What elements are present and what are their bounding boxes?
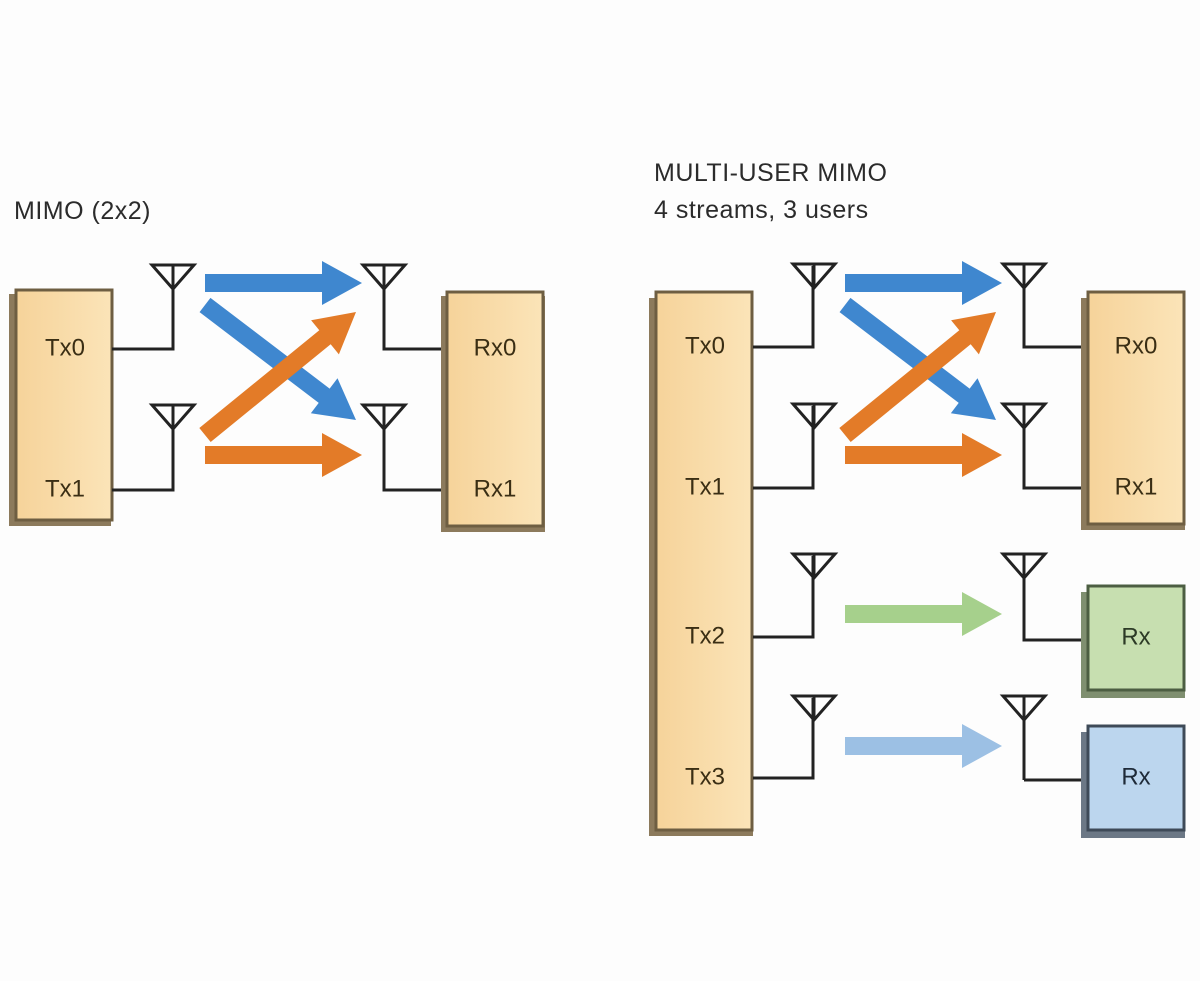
- mu-tx0-label: Tx0: [685, 332, 725, 359]
- mimo-diagram: Tx0 Tx1 Rx0 Rx1: [9, 261, 545, 532]
- antenna-icon: [359, 403, 409, 432]
- mu-mimo-subtitle: 4 streams, 3 users: [654, 196, 869, 224]
- mu-rx1-wire: [1022, 428, 1085, 490]
- antenna-icon: [359, 263, 409, 292]
- rx1-wire: [382, 429, 445, 492]
- mu-rx-box-user1: Rx0 Rx1: [1081, 290, 1186, 530]
- stream-arrow-tx0-rx1: [199, 297, 356, 420]
- stream-arrow-tx1-rx0: [199, 312, 356, 442]
- stream-arrow-tx1-rx1: [205, 433, 362, 477]
- antenna-icon: [999, 402, 1049, 431]
- mimo-tx-box: Tx0 Tx1: [9, 288, 114, 526]
- mimo-rx-box: Rx0 Rx1: [441, 290, 545, 532]
- stream-arrow-2: [839, 312, 996, 442]
- antenna-icon: [789, 402, 839, 431]
- mu-tx3-label: Tx3: [685, 763, 725, 790]
- stream-arrow-1: [839, 297, 996, 420]
- mimo-title: MIMO (2x2): [14, 197, 151, 225]
- antenna-icon: [148, 263, 198, 292]
- antenna-icon: [148, 403, 198, 432]
- tx1-wire: [112, 408, 175, 492]
- mu-mimo-diagram: Tx0 Tx1 Tx2 Tx3: [649, 261, 1186, 838]
- mu-rx3-label: Rx: [1121, 763, 1150, 790]
- mu-tx-antennas: [753, 262, 839, 780]
- mu-rx2-wire: [1022, 578, 1085, 642]
- stream-arrow-5: [845, 724, 1002, 768]
- rx1-label: Rx1: [474, 475, 517, 502]
- antenna-icon: [999, 552, 1049, 581]
- mu-rx1-label: Rx1: [1115, 473, 1158, 500]
- antenna-icon: [999, 694, 1049, 780]
- tx0-label: Tx0: [45, 334, 85, 361]
- stream-arrow-0: [845, 261, 1002, 305]
- mu-tx1-wire: [753, 406, 815, 490]
- mu-tx0-wire: [753, 266, 815, 349]
- mu-tx2-label: Tx2: [685, 622, 725, 649]
- mu-mimo-title: MULTI-USER MIMO: [654, 159, 888, 187]
- antenna-icon: [789, 694, 839, 723]
- antenna-icon: [789, 262, 839, 291]
- antenna-icon: [999, 262, 1049, 291]
- mu-tx3-wire: [753, 698, 815, 780]
- mu-rx-box-user3: Rx: [1081, 724, 1186, 838]
- rx0-wire: [382, 289, 445, 351]
- mu-rx-antennas: [999, 262, 1085, 782]
- mu-tx2-wire: [753, 556, 815, 639]
- mu-tx1-label: Tx1: [685, 473, 725, 500]
- mu-rx2-label: Rx: [1121, 623, 1150, 650]
- mu-rx0-label: Rx0: [1115, 332, 1158, 359]
- rx0-label: Rx0: [474, 334, 517, 361]
- stream-arrow-3: [845, 433, 1002, 477]
- stream-arrow-tx0-rx0: [205, 261, 362, 305]
- mu-tx-box: Tx0 Tx1 Tx2 Tx3: [649, 290, 754, 836]
- tx0-wire: [112, 268, 175, 351]
- mimo-streams: [199, 261, 362, 477]
- tx1-label: Tx1: [45, 475, 85, 502]
- mu-mimo-streams: [839, 261, 1002, 768]
- mimo-tx-antennas: [112, 263, 198, 492]
- mimo-rx-antennas: [359, 263, 445, 492]
- mu-rx0-wire: [1022, 288, 1085, 349]
- stream-arrow-4: [845, 592, 1002, 636]
- mu-rx-box-user2: Rx: [1081, 584, 1186, 698]
- antenna-icon: [789, 552, 839, 581]
